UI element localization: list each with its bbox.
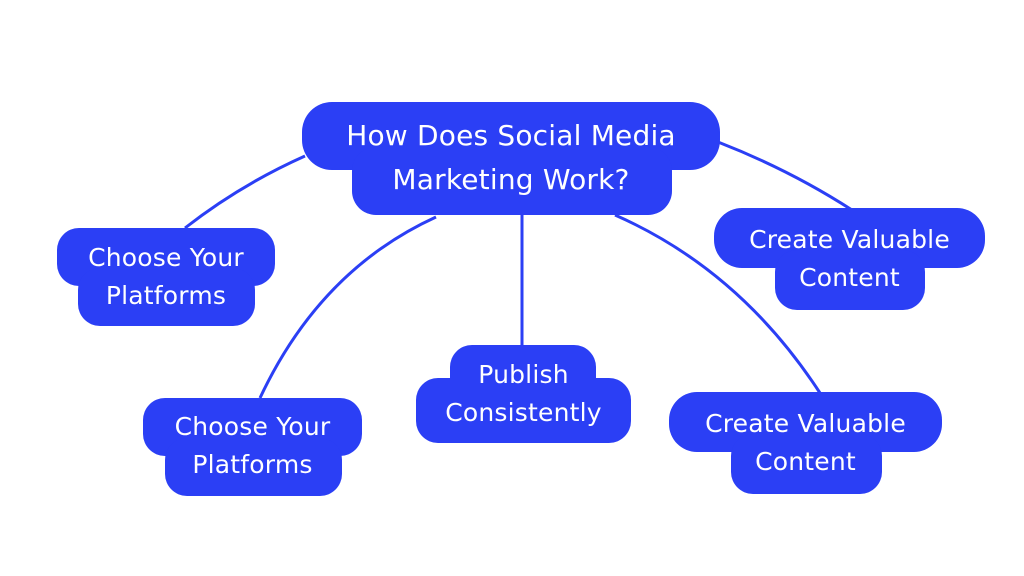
branch-bottom-right-line2: Content [755, 447, 856, 476]
branch-node-right-top[interactable]: Create Valuable Content [714, 208, 985, 310]
branch-right-top-line1: Create Valuable [749, 225, 950, 254]
branch-right-top-line2: Content [799, 263, 900, 292]
branch-node-bottom-right[interactable]: Create Valuable Content [669, 392, 942, 494]
branch-node-bottom-center[interactable]: Publish Consistently [416, 345, 631, 443]
root-node-line2: Marketing Work? [392, 163, 630, 196]
branch-bottom-right-line1: Create Valuable [705, 409, 906, 438]
branch-bottom-center-line1: Publish [478, 360, 569, 389]
branch-bottom-left-line1: Choose Your [174, 412, 331, 441]
connector-root-to-right-top [717, 140, 853, 212]
branch-bottom-left-line2: Platforms [192, 450, 313, 479]
branch-left-top-line2: Platforms [105, 281, 227, 310]
branch-bottom-center-line2: Consistently [445, 398, 602, 427]
root-node[interactable]: How Does Social Media Marketing Work? [302, 102, 720, 215]
branch-left-top-line1: Choose Your [88, 243, 244, 272]
branch-node-bottom-left[interactable]: Choose Your Platforms [143, 398, 362, 496]
connector-root-to-bottom-left [258, 215, 437, 399]
connector-root-to-bottom-right [614, 213, 822, 394]
connector-root-to-left-top [184, 154, 306, 230]
branch-node-left-top[interactable]: Choose Your Platforms [57, 228, 275, 326]
root-node-line1: How Does Social Media [346, 119, 676, 152]
